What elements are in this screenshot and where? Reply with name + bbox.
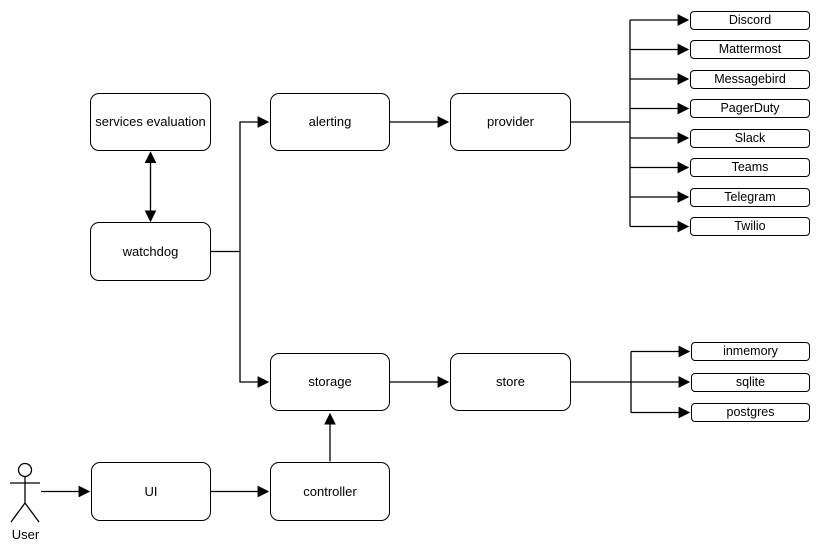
node-provider-telegram: Telegram: [690, 187, 810, 207]
node-provider-mattermost: Mattermost: [690, 40, 810, 59]
node-store-postgres: postgres: [691, 403, 810, 422]
node-controller: controller: [270, 462, 390, 521]
node-services-evaluation: services evaluation: [90, 93, 211, 151]
user-actor-label: User: [11, 527, 40, 542]
node-provider-teams: Teams: [690, 158, 810, 177]
node-provider-discord: Discord: [690, 10, 810, 30]
node-provider-messagebird: Messagebird: [690, 69, 810, 89]
node-provider: provider: [450, 93, 571, 151]
node-store: store: [450, 353, 571, 411]
edge-store-trunk: [571, 351, 632, 413]
node-watchdog: watchdog: [90, 222, 211, 281]
node-alerting: alerting: [270, 93, 390, 151]
edge-provider-trunk: [571, 20, 631, 227]
edge-watchdog-storage: [239, 251, 270, 388]
node-store-inmemory: inmemory: [691, 342, 810, 361]
node-ui: UI: [91, 462, 211, 521]
node-store-sqlite: sqlite: [691, 372, 810, 392]
edge-watchdog-alerting: [211, 116, 270, 253]
node-storage: storage: [270, 353, 390, 411]
user-actor-icon: [10, 462, 40, 523]
node-provider-pagerduty: PagerDuty: [690, 99, 810, 118]
node-provider-twilio: Twilio: [690, 217, 810, 236]
node-provider-slack: Slack: [690, 128, 810, 148]
